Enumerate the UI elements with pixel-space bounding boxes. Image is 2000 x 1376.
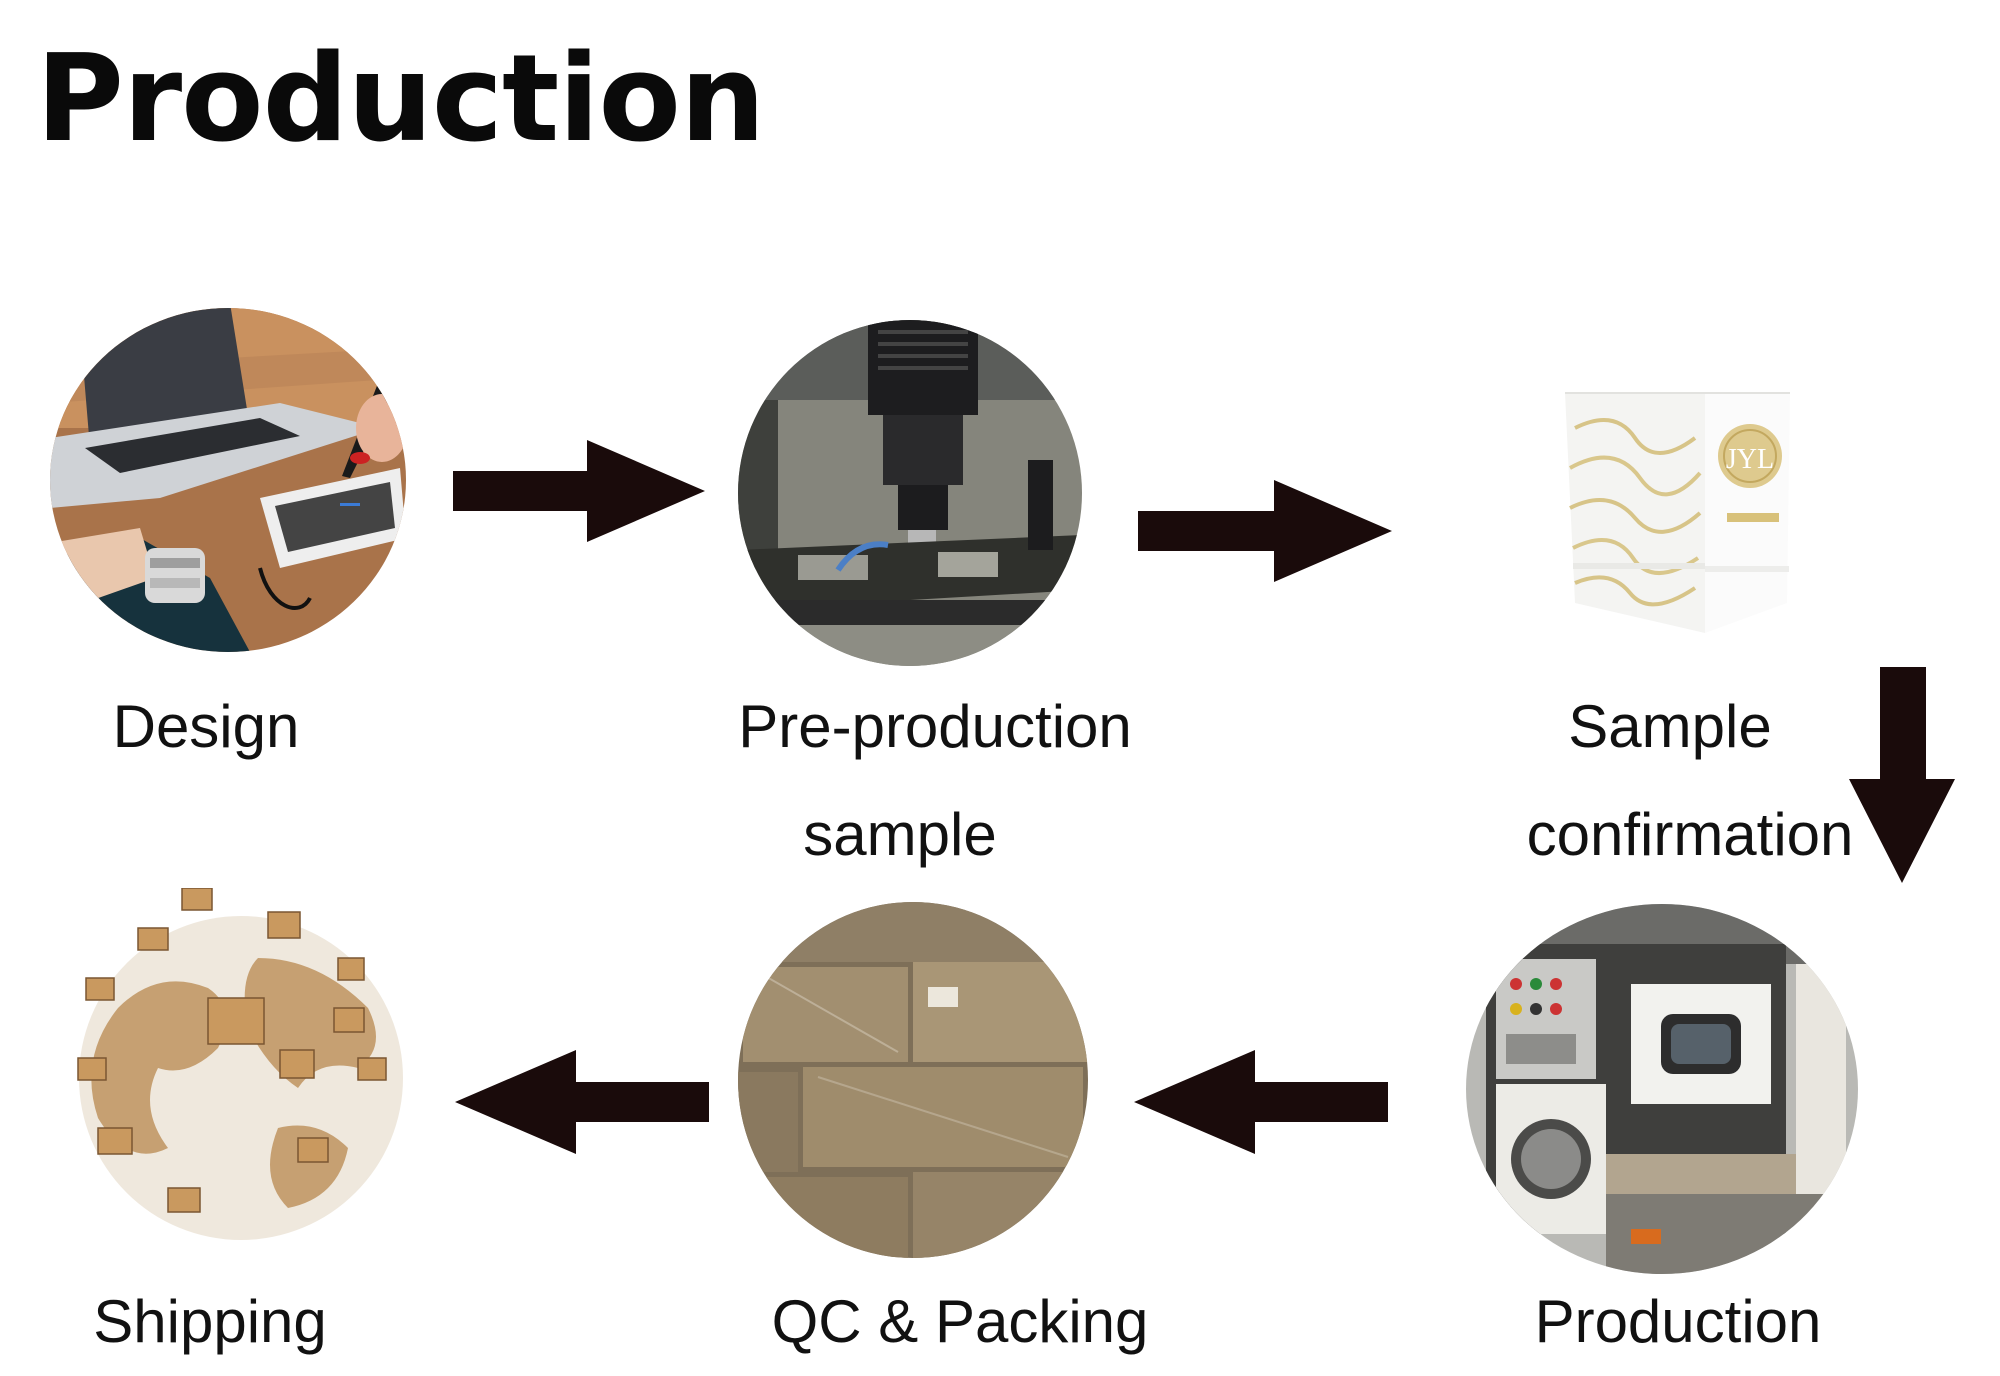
shipping-globe-photo (58, 888, 424, 1254)
box-logo: JYL (1726, 444, 1774, 475)
step-label-design: Design (112, 693, 300, 760)
pre-production-photo (738, 320, 1082, 666)
page-title: Production (36, 30, 765, 169)
arrow-left-icon (1134, 1050, 1388, 1154)
arrow-right-icon (1138, 480, 1392, 582)
arrow-down-icon (1849, 667, 1955, 883)
production-machine-photo (1466, 904, 1858, 1274)
design-photo (50, 308, 406, 652)
arrow-right-icon (453, 440, 705, 542)
qc-packing-photo (738, 902, 1088, 1258)
sample-box-photo: JYL (1555, 388, 1800, 633)
step-label-production: Production (1534, 1288, 1822, 1355)
step-label-qc-packing: QC & Packing (771, 1288, 1149, 1355)
arrow-left-icon (455, 1050, 709, 1154)
step-label-pre-production: Pre-production sample (738, 693, 1132, 868)
step-label-shipping: Shipping (93, 1288, 327, 1355)
step-label-sample-confirmation: Sample confirmation (1526, 693, 1854, 868)
